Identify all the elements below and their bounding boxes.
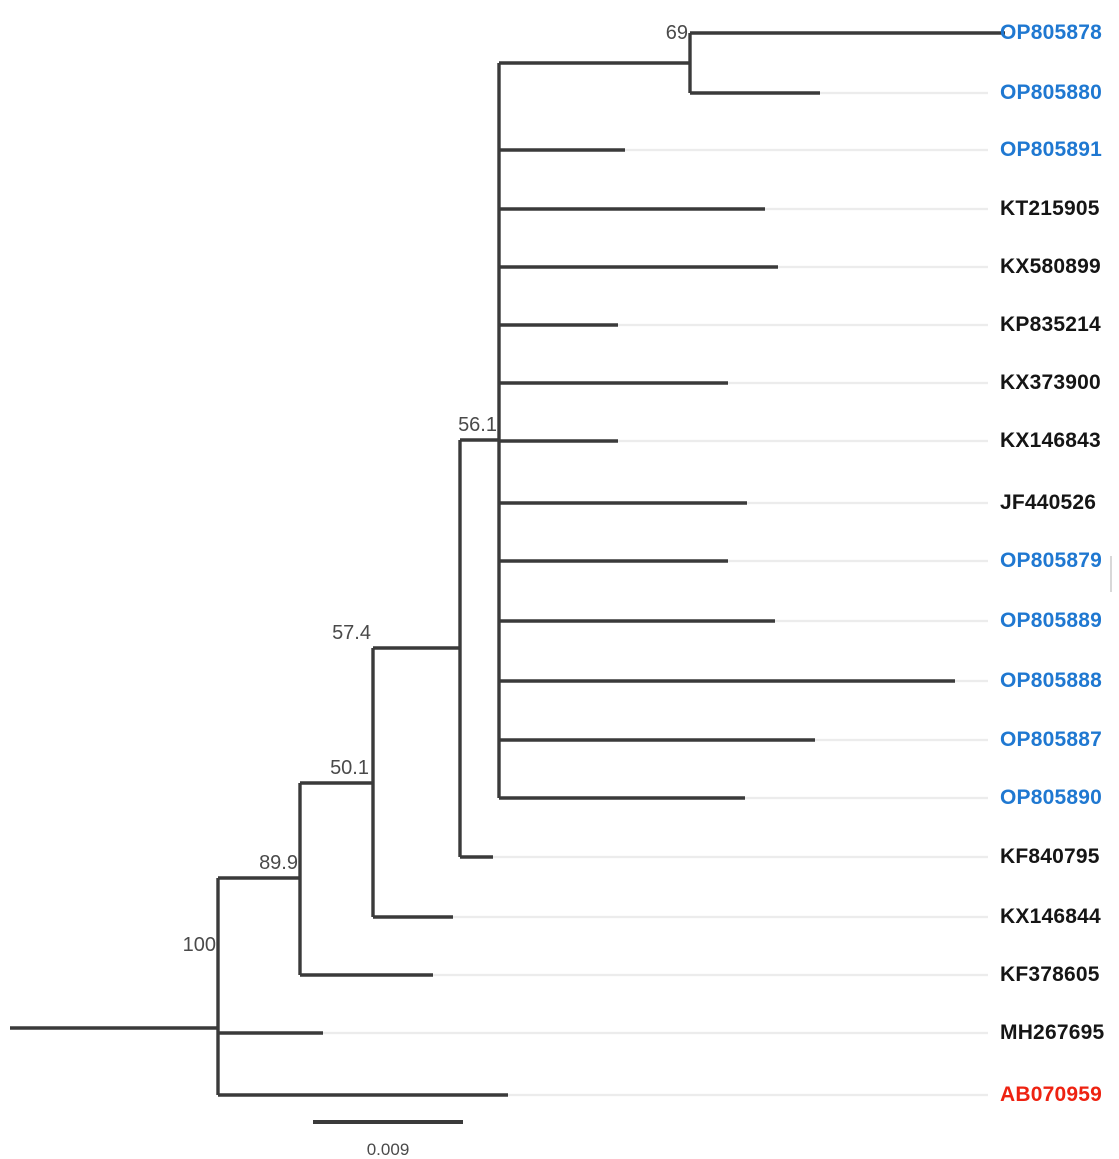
taxon-label-kt215905: KT215905	[1000, 197, 1100, 220]
taxon-label-op805891: OP805891	[1000, 138, 1103, 161]
taxon-label-kx146843: KX146843	[1000, 429, 1101, 452]
taxon-label-kf378605: KF378605	[1000, 963, 1100, 986]
right-edge-artifact	[1110, 556, 1112, 592]
scale-bar-caption: 0.009	[366, 1140, 410, 1159]
support-value-100: 100	[182, 934, 216, 956]
support-value-69: 69	[665, 22, 688, 44]
support-value-50-1: 50.1	[330, 757, 369, 779]
taxon-label-kx580899: KX580899	[1000, 255, 1101, 278]
taxon-label-op805890: OP805890	[1000, 786, 1103, 809]
taxon-label-op805889: OP805889	[1000, 609, 1103, 632]
taxon-label-kx146844: KX146844	[1000, 905, 1101, 928]
taxon-label-kp835214: KP835214	[1000, 313, 1101, 336]
taxon-label-op805878: OP805878	[1000, 21, 1103, 44]
taxon-label-op805880: OP805880	[1000, 81, 1103, 104]
taxon-label-op805887: OP805887	[1000, 728, 1103, 751]
taxon-label-kf840795: KF840795	[1000, 845, 1100, 868]
taxon-label-mh267695: MH267695	[1000, 1021, 1105, 1044]
support-value-89-9: 89.9	[259, 852, 298, 874]
taxon-label-ab070959: AB070959	[1000, 1083, 1103, 1106]
taxon-label-op805879: OP805879	[1000, 549, 1103, 572]
taxon-label-op805888: OP805888	[1000, 669, 1103, 692]
label-connector-lines	[323, 31, 1005, 1097]
support-value-56-1: 56.1	[458, 414, 497, 436]
taxon-label-jf440526: JF440526	[1000, 491, 1097, 514]
tree-branches	[10, 31, 1005, 1097]
support-value-57-4: 57.4	[332, 622, 371, 644]
taxon-label-kx373900: KX373900	[1000, 371, 1101, 394]
